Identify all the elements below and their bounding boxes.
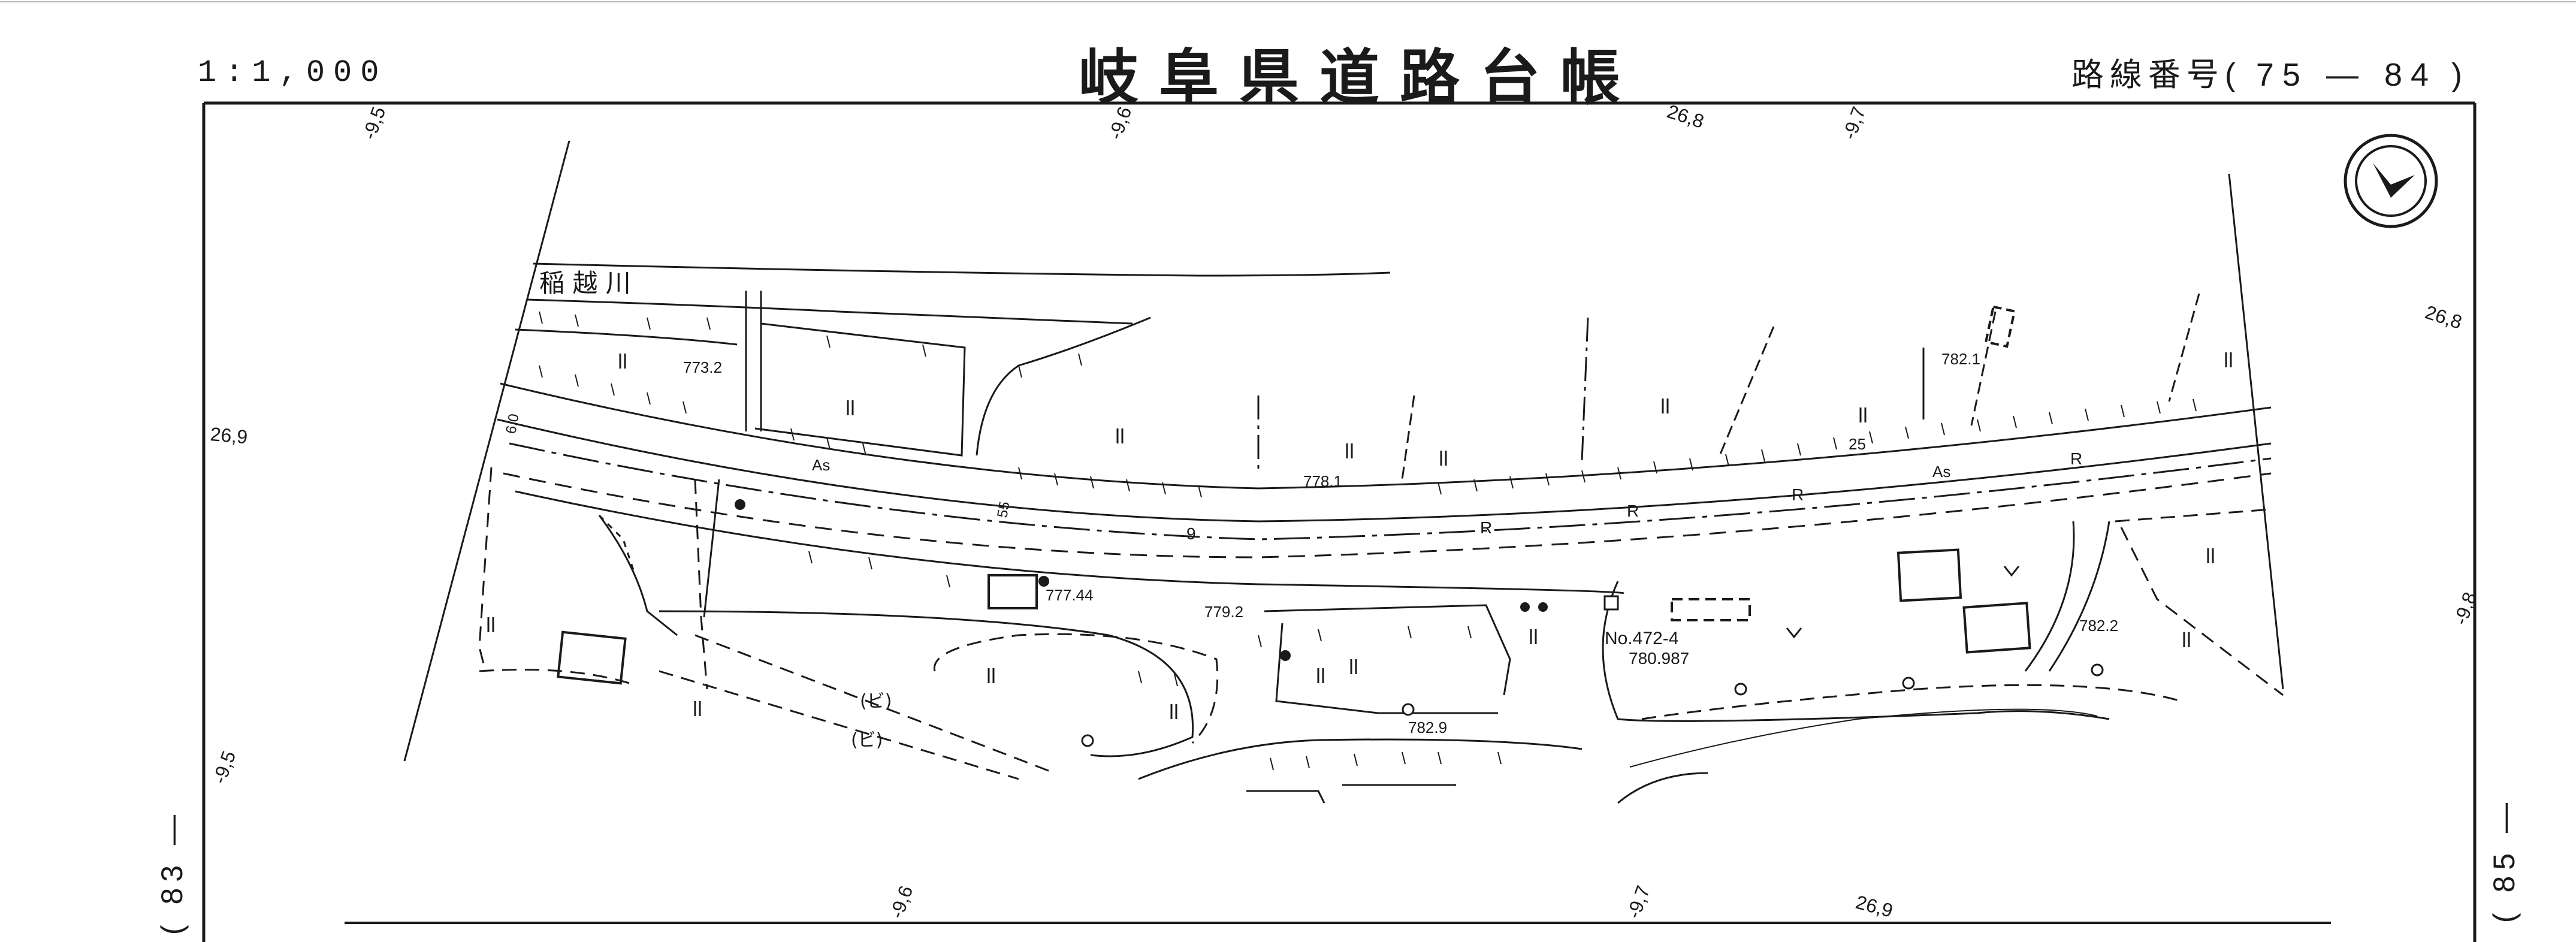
- road-mark: As: [1932, 463, 1950, 481]
- marker-circle: [1402, 703, 1415, 716]
- elevation-label: 779.2: [1204, 603, 1243, 621]
- map-scale: 1:1,000: [198, 55, 388, 90]
- building: [1896, 548, 1962, 602]
- marker-circle: [1902, 677, 1915, 690]
- road-mark: As: [812, 456, 830, 474]
- elevation-label: 773.2: [683, 358, 722, 376]
- grid-label-bottom-1: -9,6: [886, 883, 917, 921]
- route-number: 75 — 84: [2255, 57, 2438, 93]
- marker-circle: [1081, 734, 1094, 747]
- road-mark: R: [2070, 449, 2082, 468]
- road-mark: R: [1480, 518, 1492, 537]
- road-mark: 55: [994, 500, 1013, 519]
- slope-hatching: [539, 311, 2197, 771]
- buildings: [557, 305, 2031, 685]
- grid-label-right-2: -9,8: [2450, 589, 2481, 627]
- elevation-label: 782.9: [1408, 718, 1447, 736]
- survey-point: [1538, 602, 1548, 612]
- grid-label-bottom-2: -9,7: [1623, 883, 1654, 921]
- elevation-label: 782.1: [1941, 350, 1980, 368]
- station-elevation: 780.987: [1629, 649, 1689, 668]
- elevation-label: 782.2: [2079, 617, 2118, 635]
- sheet-header: 1:1,000 岐阜県道路台帳 路線番号( 75 — 84 ): [0, 0, 2576, 113]
- building: [987, 574, 1038, 609]
- point-markers: [735, 499, 1548, 661]
- grid-label-bottom-3: 26,9: [1853, 891, 1895, 922]
- page-title: 岐阜県道路台帳: [1079, 43, 1641, 113]
- grid-label-top-3: 26,8: [1665, 100, 1707, 132]
- route-close-paren: ): [2451, 57, 2468, 93]
- marker-circle: [2091, 663, 2104, 677]
- road-mark: 25: [1849, 435, 1866, 453]
- building: [1671, 598, 1751, 621]
- road-mark: 9: [1186, 524, 1196, 543]
- survey-point: [735, 499, 745, 510]
- map-linework: [403, 140, 2284, 804]
- station-number: No.472-4: [1605, 629, 1678, 648]
- route-number-block: 路線番号( 75 — 84 ): [2071, 48, 2468, 95]
- building: [557, 630, 627, 685]
- survey-point: [1280, 650, 1291, 661]
- building: [1962, 602, 2031, 654]
- route-label: 路線番号(: [2071, 57, 2242, 93]
- survey-point: [1520, 602, 1530, 612]
- road-mark: R: [1627, 502, 1639, 520]
- station-marker: [1603, 595, 1619, 611]
- building-mark: (ビ): [860, 691, 892, 712]
- north-arrow-icon: [2344, 134, 2438, 228]
- grid-label-top-2: -9,6: [1104, 104, 1136, 142]
- survey-point: [1038, 576, 1049, 587]
- landuse-marks: [487, 352, 2232, 719]
- building: [1984, 305, 2016, 348]
- river-name: 稲 越 川: [539, 268, 631, 298]
- map-labels: 稲 越 川 773.2 778.1 777.44 779.2 782.9 782…: [503, 268, 2118, 751]
- elevation-label: 777.44: [1046, 586, 1094, 604]
- grid-label-left-2: -9,5: [209, 748, 240, 786]
- grid-labels: -9,5 -9,6 26,8 -9,7 26,8 -9,8 26,9 -9,5 …: [209, 100, 2481, 921]
- elevation-label: 778.1: [1303, 472, 1342, 490]
- grid-label-left-1: 26,9: [209, 423, 248, 448]
- open-markers: [1081, 595, 2104, 747]
- building-mark: (ビ): [851, 730, 883, 751]
- grid-label-top-4: -9,7: [1838, 104, 1870, 142]
- grid-label-right-1: 26,8: [2423, 301, 2465, 333]
- grid-label-top-1: -9,5: [358, 104, 390, 142]
- marker-circle: [1734, 683, 1747, 696]
- road-mark: R: [1792, 485, 1804, 504]
- road-mark: 6.0: [503, 412, 522, 435]
